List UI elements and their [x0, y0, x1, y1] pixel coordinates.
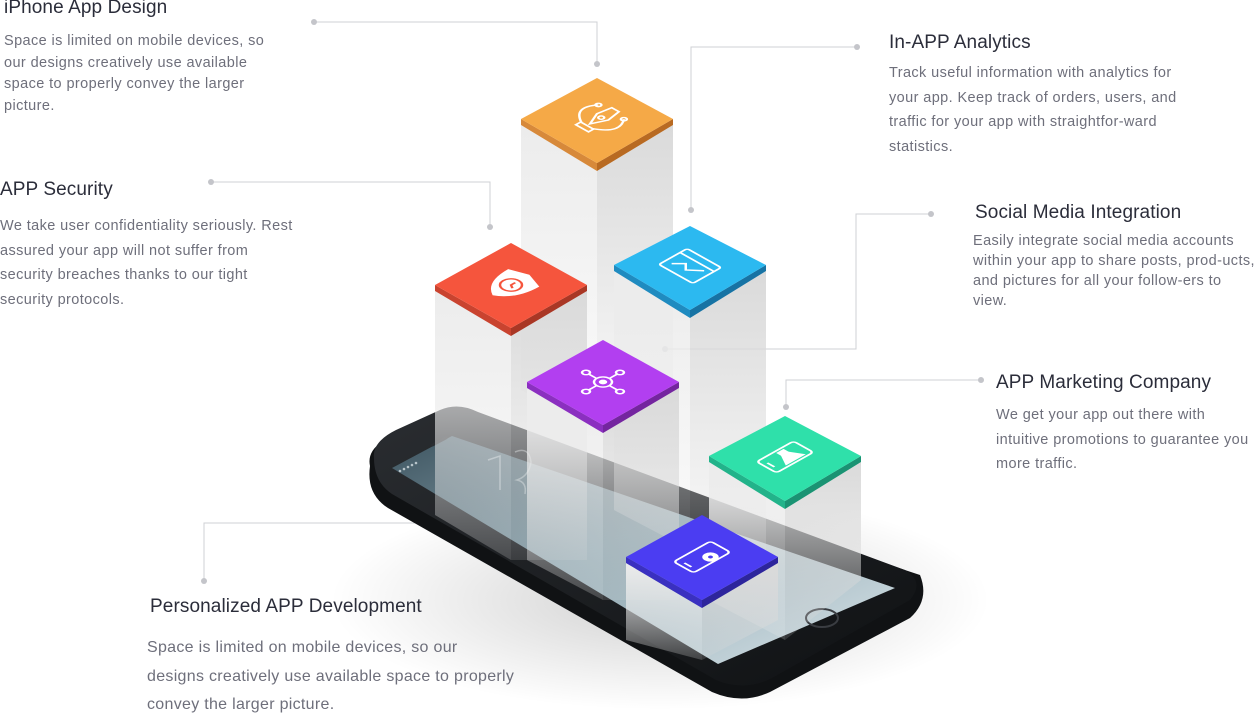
feature-title: iPhone App Design: [4, 0, 168, 18]
feature-iphone-app-design: iPhone App Design Space is limited on mo…: [4, 0, 284, 117]
feature-title: In-APP Analytics: [889, 32, 1031, 53]
browser-chart-icon: [658, 248, 722, 284]
feature-description: Easily integrate social media accounts w…: [973, 233, 1254, 309]
feature-description: Space is limited on mobile devices, so o…: [147, 639, 515, 713]
feature-description: Track useful information with analytics …: [889, 65, 1177, 156]
connector-security: [211, 181, 491, 227]
feature-title: APP Marketing Company: [996, 372, 1212, 393]
feature-title: Personalized APP Development: [150, 596, 422, 617]
feature-description: Space is limited on mobile devices, so o…: [4, 33, 265, 114]
feature-personalized-app-development: Personalized APP Development Space is li…: [147, 596, 517, 720]
feature-title: APP Security: [0, 179, 113, 200]
network-hub-icon: [580, 369, 626, 395]
feature-app-security: APP Security We take user confidentialit…: [0, 179, 295, 312]
pillar-security: [435, 243, 587, 560]
feature-description: We get your app out there with intuitive…: [996, 407, 1249, 473]
shield-clock-icon: [490, 269, 540, 297]
phone-gear-icon: [674, 541, 730, 573]
pen-tool-icon: [574, 102, 629, 133]
feature-app-marketing-company: APP Marketing Company We get your app ou…: [996, 372, 1254, 477]
connector-design: [314, 21, 598, 64]
feature-description: We take user confidentiality seriously. …: [0, 218, 293, 308]
connector-analytics: [690, 46, 857, 210]
feature-in-app-analytics: In-APP Analytics Track useful informatio…: [889, 32, 1199, 160]
feature-title: Social Media Integration: [975, 202, 1182, 223]
connector-marketing: [785, 379, 981, 407]
pillar-development: [626, 515, 778, 660]
status-bar: [398, 461, 418, 473]
feature-social-media-integration: Social Media Integration Easily integrat…: [973, 202, 1254, 311]
phone-megaphone-icon: [757, 441, 813, 473]
